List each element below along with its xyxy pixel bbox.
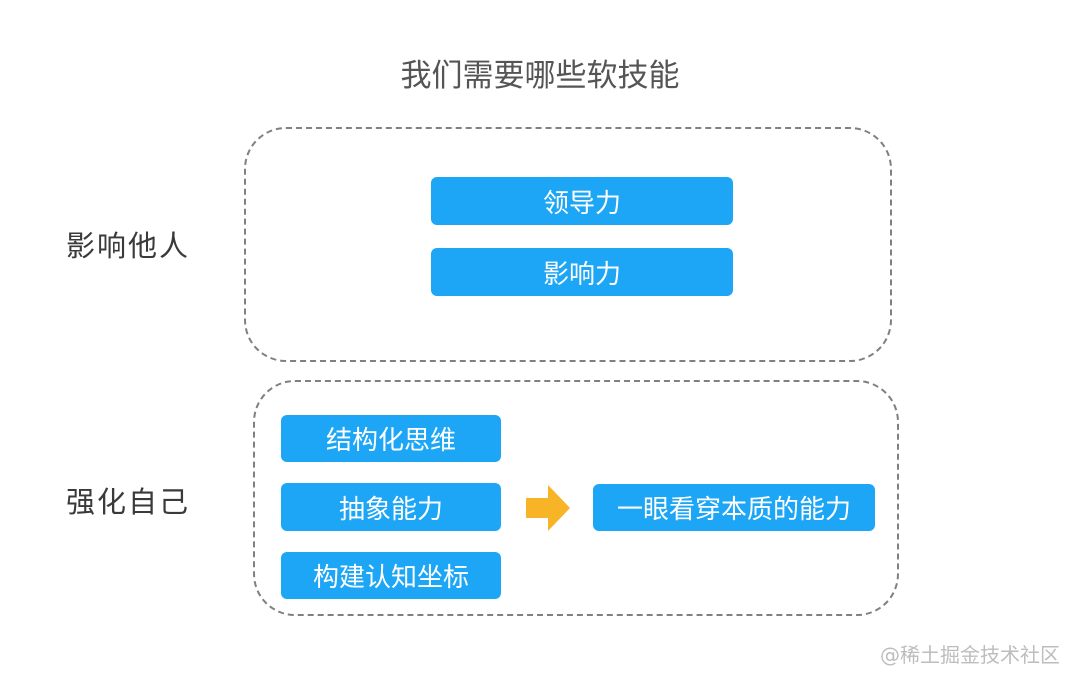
group-box-influence-others xyxy=(244,127,892,362)
skill-box-leadership: 领导力 xyxy=(431,177,733,225)
group-label-strengthen-self: 强化自己 xyxy=(66,485,191,519)
arrow-right-icon xyxy=(526,485,570,531)
skill-box-cognitive-coordinates: 构建认知坐标 xyxy=(281,552,501,599)
skill-box-influence: 影响力 xyxy=(431,248,733,296)
watermark: @稀土掘金技术社区 xyxy=(880,643,1060,667)
diagram-title: 我们需要哪些软技能 xyxy=(400,58,680,94)
skill-box-see-essence: 一眼看穿本质的能力 xyxy=(593,484,875,531)
group-label-influence-others: 影响他人 xyxy=(66,229,191,263)
skill-box-abstraction: 抽象能力 xyxy=(281,483,501,531)
group-box-strengthen-self xyxy=(253,380,899,616)
skill-box-structured-thinking: 结构化思维 xyxy=(281,415,501,462)
